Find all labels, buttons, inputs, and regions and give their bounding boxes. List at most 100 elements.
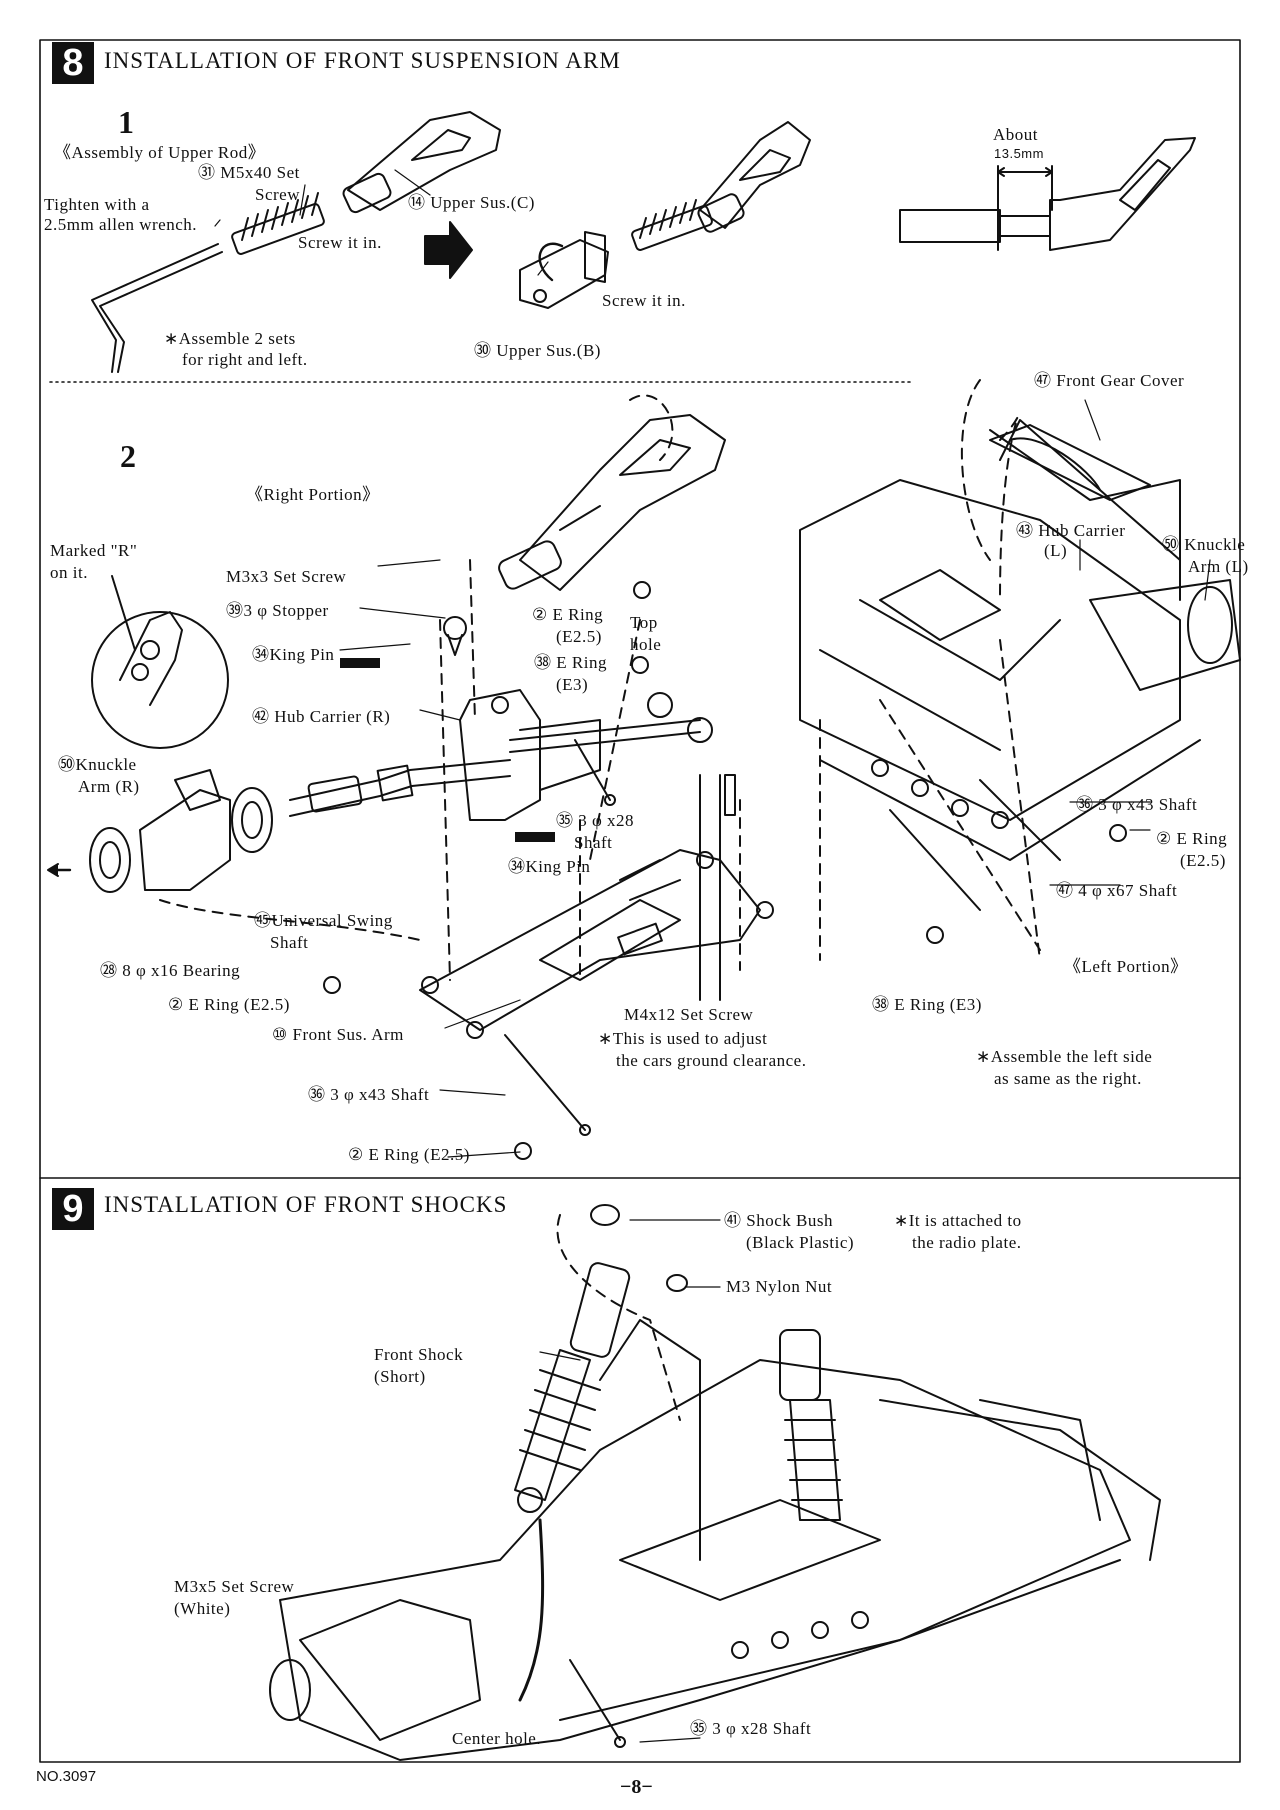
shock-bush-label-1: ㊶ Shock Bush bbox=[724, 1211, 833, 1230]
king-pin-label-plate bbox=[340, 658, 380, 668]
e-ring-e25-label-d2: (E2.5) bbox=[1180, 851, 1226, 870]
e-ring-e3-label-b: ㊳ E Ring (E3) bbox=[872, 995, 982, 1014]
center-hole-label: Center hole. bbox=[452, 1729, 542, 1748]
assemble-note-1: ∗Assemble 2 sets bbox=[164, 329, 296, 348]
e-ring-e25-label-c: ② E Ring (E2.5) bbox=[348, 1145, 470, 1164]
front-shock-label-2: (Short) bbox=[374, 1367, 426, 1386]
allen-wrench bbox=[91, 243, 223, 373]
shock-guide-line bbox=[556, 1214, 681, 1421]
e-ring-e3-label-a: ㊳ E Ring bbox=[534, 653, 607, 672]
screw-part-label: ㉛ M5x40 Set bbox=[198, 163, 300, 182]
section-9-title: INSTALLATION OF FRONT SHOCKS bbox=[104, 1192, 508, 1217]
assembly-upper-rod-title: 《Assembly of Upper Rod》 bbox=[54, 143, 266, 162]
tighten-note-2: 2.5mm allen wrench. bbox=[44, 215, 198, 234]
e-ring-e25-label-a: ② E Ring bbox=[532, 605, 604, 624]
front-shock-right bbox=[779, 1329, 843, 1521]
m3x3-screw-label: M3x3 Set Screw bbox=[226, 567, 347, 586]
upper-sus-b bbox=[519, 231, 609, 309]
section-8-number: 8 bbox=[52, 42, 94, 84]
adjust-note-2: the cars ground clearance. bbox=[616, 1051, 807, 1070]
about-label: About bbox=[993, 125, 1038, 144]
m4x12-screw-label: M4x12 Set Screw bbox=[624, 1005, 754, 1024]
shock-bush-label-2: (Black Plastic) bbox=[746, 1233, 855, 1252]
hub-carrier-l-label-1: ㊸ Hub Carrier bbox=[1016, 521, 1126, 540]
marked-r-label-1: Marked "R" bbox=[50, 541, 138, 560]
shafts bbox=[504, 739, 1061, 1136]
upper-sus-c-label: ⑭ Upper Sus.(C) bbox=[408, 193, 535, 212]
universal-shaft-label-2: Shaft bbox=[270, 933, 309, 952]
front-sus-arm bbox=[419, 774, 774, 1039]
stopper-label: ㊴3 φ Stopper bbox=[226, 601, 329, 620]
front-gear-cover bbox=[989, 424, 1151, 501]
upper-arm-assembly bbox=[498, 394, 726, 591]
left-portion-label: 《Left Portion》 bbox=[1064, 957, 1188, 976]
screw-it-in-label-2: Screw it in. bbox=[602, 291, 686, 310]
page-number: −8− bbox=[620, 1776, 653, 1798]
king-pin-label-2: ㉞King Pin bbox=[508, 857, 591, 876]
radio-plate-note-1: ∗It is attached to bbox=[894, 1211, 1022, 1230]
set-screw-right bbox=[631, 199, 713, 251]
m3x5-screw-label-1: M3x5 Set Screw bbox=[174, 1577, 295, 1596]
top-hole-label-2: hole bbox=[630, 635, 662, 654]
shaft-4x67-label: ㊼ 4 φ x67 Shaft bbox=[1056, 881, 1178, 900]
leader-lines bbox=[214, 169, 1211, 1743]
m3x5-screw-label-2: (White) bbox=[174, 1599, 231, 1618]
radio-plate-note-2: the radio plate. bbox=[912, 1233, 1022, 1252]
section-9-number: 9 bbox=[52, 1188, 94, 1230]
knuckle-arm-r-label-2: Arm (R) bbox=[78, 777, 140, 796]
screw-part-label-2: Screw bbox=[255, 185, 300, 204]
e-rings bbox=[323, 581, 1127, 1160]
shaft-3x43-label-b: ㊱ 3 φ x43 Shaft bbox=[1076, 795, 1198, 814]
upper-sus-c-right bbox=[697, 121, 811, 233]
hub-carrier-r-label: ㊷ Hub Carrier (R) bbox=[252, 707, 391, 726]
nylon-nut-label: M3 Nylon Nut bbox=[726, 1277, 833, 1296]
step-1-number: 1 bbox=[118, 104, 134, 140]
front-shock-label-1: Front Shock bbox=[374, 1345, 464, 1364]
e-ring-e25-label-d1: ② E Ring bbox=[1156, 829, 1228, 848]
front-shock-left bbox=[514, 1204, 688, 1513]
e-ring-e3-label-a2: (E3) bbox=[556, 675, 589, 694]
step-2-number: 2 bbox=[120, 438, 136, 474]
knuckle-arm-l-label-2: Arm (L) bbox=[1188, 557, 1249, 576]
page-frame bbox=[39, 39, 1241, 1763]
upper-sus-b-label: ㉚ Upper Sus.(B) bbox=[474, 341, 601, 360]
knuckle-arm-l-label-1: ㊿ Knuckle bbox=[1162, 535, 1246, 554]
adjust-note-1: ∗This is used to adjust bbox=[598, 1029, 768, 1048]
knuckle-arm-r-label-1: ㊿Knuckle bbox=[58, 755, 137, 774]
universal-swing-shaft bbox=[289, 692, 713, 817]
assemble-note-2: for right and left. bbox=[182, 350, 308, 369]
marked-r-detail bbox=[91, 575, 229, 749]
right-portion-label: 《Right Portion》 bbox=[246, 485, 380, 504]
front-sus-arm-label: ⑩ Front Sus. Arm bbox=[272, 1025, 404, 1044]
top-hole-label-1: Top bbox=[630, 613, 658, 632]
shaft-3x28 bbox=[569, 1659, 621, 1741]
assemble-left-note-2: as same as the right. bbox=[994, 1069, 1142, 1088]
shaft-3x28-label: ㉟ 3 φ x28 Shaft bbox=[690, 1719, 812, 1738]
hub-carrier-l-label-2: (L) bbox=[1044, 541, 1068, 560]
assembly-guide-lines bbox=[159, 379, 1041, 981]
shock-chassis bbox=[269, 1319, 1161, 1761]
shaft-3x28-label-1: ㉟ 3 φ x28 bbox=[556, 811, 635, 830]
hub-carrier-r bbox=[443, 616, 601, 821]
shaft-3x28-label-2: Shaft bbox=[574, 833, 613, 852]
tighten-note-1: Tighten with a bbox=[44, 195, 150, 214]
bearing-label: ㉘ 8 φ x16 Bearing bbox=[100, 961, 241, 980]
section-8-title: INSTALLATION OF FRONT SUSPENSION ARM bbox=[104, 48, 621, 73]
front-gear-cover-label: ㊼ Front Gear Cover bbox=[1034, 371, 1185, 390]
e-ring-e25-label-a2: (E2.5) bbox=[556, 627, 602, 646]
shaft-3x43-label-a: ㊱ 3 φ x43 Shaft bbox=[308, 1085, 430, 1104]
assembly-arrow bbox=[424, 221, 473, 279]
document-number: NO.3097 bbox=[36, 1768, 97, 1785]
knuckle-arm-r bbox=[47, 769, 273, 893]
king-pin-label: ㉞King Pin bbox=[252, 645, 335, 664]
universal-shaft-label-1: ㊺Universal Swing bbox=[254, 911, 393, 930]
screw-it-in-label: Screw it in. bbox=[298, 233, 382, 252]
e-ring-e25-label-b: ② E Ring (E2.5) bbox=[168, 995, 290, 1014]
king-pin-label-plate-2 bbox=[515, 832, 555, 842]
about-dimension: 13.5mm bbox=[994, 146, 1044, 161]
assemble-left-note-1: ∗Assemble the left side bbox=[976, 1047, 1153, 1066]
dimension-detail bbox=[899, 137, 1196, 251]
marked-r-label-2: on it. bbox=[50, 563, 88, 582]
upper-sus-c bbox=[342, 111, 501, 214]
